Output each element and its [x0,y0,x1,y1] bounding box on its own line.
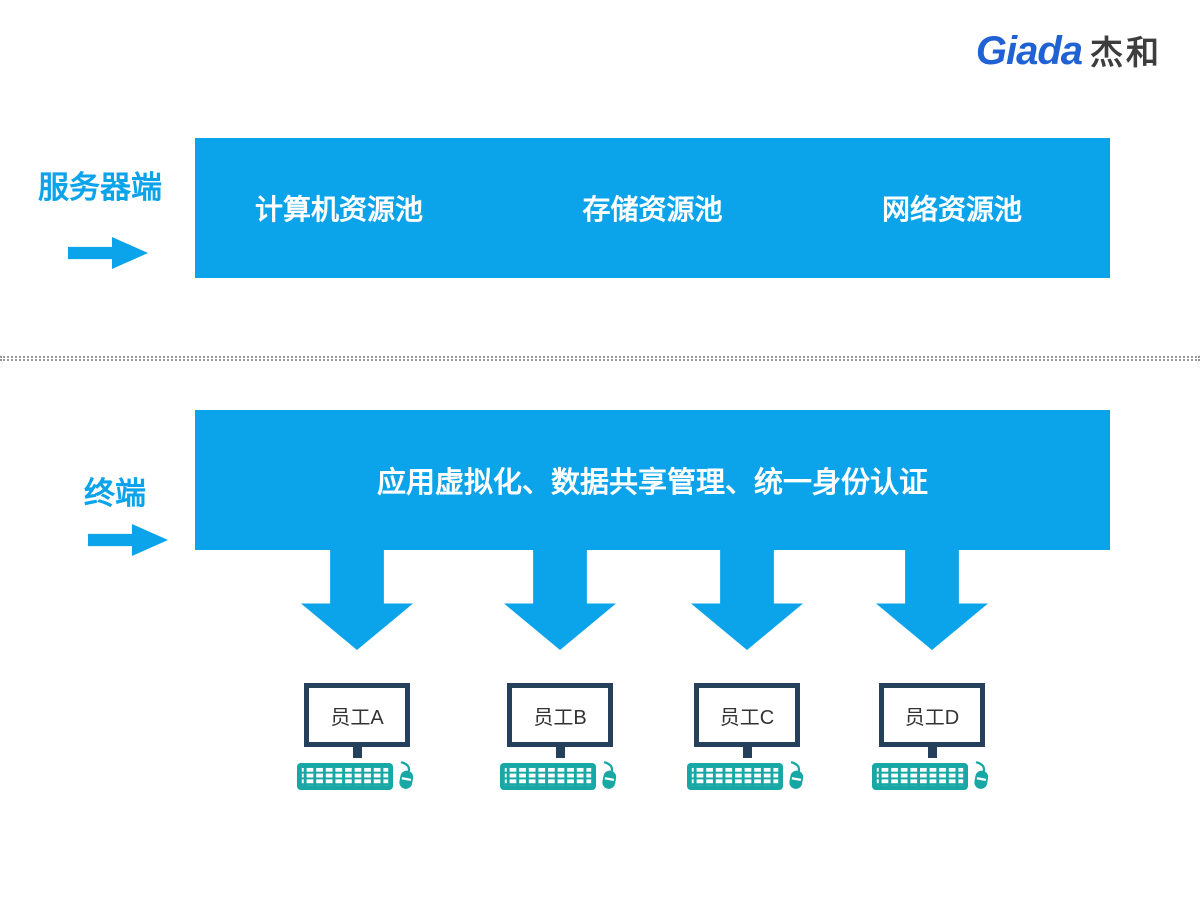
mouse-icon [968,759,995,792]
services-banner-text: 应用虚拟化、数据共享管理、统一身份认证 [376,467,928,499]
server-side-label: 服务器端 [38,170,162,205]
keyboard-icon [872,762,968,791]
monitor-icon: 员工D [879,683,985,747]
dotted-divider [0,356,1200,361]
flow-arrow-down-icon [301,549,413,650]
monitor-stand-icon [352,747,362,758]
network-pool-label: 网络资源池 [881,194,1022,225]
peripherals [282,761,432,791]
keyboard-icon [687,762,783,791]
peripherals [485,761,635,791]
storage-pool-label: 存储资源池 [582,194,723,225]
employee-d-label: 员工D [904,706,960,729]
monitor-icon: 员工A [304,683,410,747]
employee-a-label: 员工A [330,706,384,729]
employee-c-label: 员工C [719,706,775,729]
flow-arrow-down-icon [876,549,988,650]
monitor-icon: 员工C [694,683,800,747]
peripherals [857,761,1007,791]
keyboard-icon [500,762,596,791]
workstation-employee-a: 员工A [282,683,432,791]
monitor-stand-icon [555,747,565,758]
server-arrow-right-icon [68,237,148,269]
compute-pool-label: 计算机资源池 [255,194,424,225]
employee-b-label: 员工B [533,706,587,729]
flow-arrow-down-icon [691,549,803,650]
workstation-employee-c: 员工C [672,683,822,791]
monitor-icon: 员工B [507,683,613,747]
monitor-stand-icon [927,747,937,758]
monitor-stand-icon [742,747,752,758]
peripherals [672,761,822,791]
server-resource-band: 计算机资源池 存储资源池 网络资源池 [195,138,1110,278]
mouse-icon [596,759,623,792]
mouse-icon [783,759,810,792]
workstation-employee-d: 员工D [857,683,1007,791]
brand-logo-wordmark: Giada [975,29,1083,73]
flow-arrow-down-icon [504,549,616,650]
terminal-services-band: 应用虚拟化、数据共享管理、统一身份认证 [195,410,1110,550]
terminal-side-label: 终端 [84,476,146,511]
workstation-employee-b: 员工B [485,683,635,791]
mouse-icon [393,759,420,792]
brand-logo-cn-text: 杰和 [1090,34,1162,71]
terminal-arrow-right-icon [88,524,168,556]
brand-logo: Giada 杰和 [976,26,1162,74]
keyboard-icon [297,762,393,791]
